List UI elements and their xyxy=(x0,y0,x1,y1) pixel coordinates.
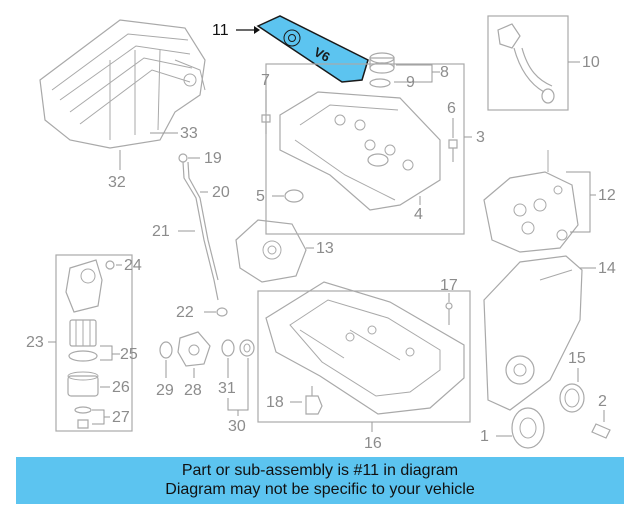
label-27: 27 xyxy=(112,409,130,426)
label-31: 31 xyxy=(218,380,236,397)
valve-cover-group-box xyxy=(265,63,465,235)
label-1: 1 xyxy=(480,428,489,445)
oil-filter-housing-24[interactable] xyxy=(65,259,115,313)
seal-31[interactable] xyxy=(221,339,235,357)
valve-cover-bolt-7[interactable] xyxy=(261,114,271,134)
label-24: 24 xyxy=(124,257,142,274)
label-26: 26 xyxy=(112,379,130,396)
label-13: 13 xyxy=(316,240,334,257)
crank-bolt-2[interactable] xyxy=(591,423,611,439)
label-5: 5 xyxy=(256,188,265,205)
oil-filter-cap-26[interactable] xyxy=(67,371,99,397)
label-15: 15 xyxy=(568,350,586,367)
label-29: 29 xyxy=(156,382,174,399)
label-4: 4 xyxy=(414,206,423,223)
breather-hose-box[interactable] xyxy=(487,15,569,111)
front-cover-part-14[interactable] xyxy=(483,255,583,411)
label-17: 17 xyxy=(440,277,458,294)
oil-filler-cap[interactable] xyxy=(369,52,395,88)
banner-line-1: Part or sub-assembly is #11 in diagram xyxy=(181,462,459,479)
oil-pan-part-16[interactable] xyxy=(265,281,465,415)
bolt-17[interactable] xyxy=(445,302,453,325)
label-16: 16 xyxy=(364,435,382,452)
intake-manifold[interactable] xyxy=(39,19,206,149)
label-21: 21 xyxy=(152,223,170,240)
oil-pressure-part-28[interactable] xyxy=(177,331,211,367)
label-25: 25 xyxy=(120,346,138,363)
label-11: 11 xyxy=(212,22,229,39)
info-banner: Part or sub-assembly is #11 in diagram D… xyxy=(16,457,624,504)
oil-pan-group-box xyxy=(257,290,471,423)
dipstick-19-20-21[interactable] xyxy=(178,153,219,301)
label-8: 8 xyxy=(440,64,449,81)
label-2: 2 xyxy=(598,393,607,410)
label-10: 10 xyxy=(582,54,600,71)
label-19: 19 xyxy=(204,150,222,167)
label-6: 6 xyxy=(447,100,456,117)
oil-filter-group-box xyxy=(55,254,133,432)
seal-5[interactable] xyxy=(284,189,304,203)
valve-cover-stud-6[interactable] xyxy=(448,139,458,162)
label-23: 23 xyxy=(26,334,44,351)
label-12: 12 xyxy=(598,187,616,204)
oil-filter-element-25[interactable] xyxy=(68,319,98,362)
label-32: 32 xyxy=(108,174,126,191)
label-20: 20 xyxy=(212,184,230,201)
rear-cover-part-13[interactable] xyxy=(235,219,307,283)
label-14: 14 xyxy=(598,260,616,277)
timing-cover-part-12[interactable] xyxy=(483,150,579,253)
drain-plug-18[interactable] xyxy=(305,386,323,415)
dipstick-seal-22[interactable] xyxy=(216,307,228,317)
label-9: 9 xyxy=(406,74,415,91)
cover-badge: V6 xyxy=(311,44,332,65)
seal-29[interactable] xyxy=(159,341,173,359)
label-30: 30 xyxy=(228,418,246,435)
label-33: 33 xyxy=(180,125,198,142)
label-3: 3 xyxy=(476,129,485,146)
label-7: 7 xyxy=(261,72,270,89)
engine-cover-part-11[interactable]: V6 xyxy=(256,15,369,83)
plug-30[interactable] xyxy=(239,339,255,357)
label-22: 22 xyxy=(176,304,194,321)
valve-cover[interactable] xyxy=(279,91,441,211)
drain-plug-27[interactable] xyxy=(74,406,92,429)
crank-seal-15[interactable] xyxy=(559,383,585,413)
banner-line-2: Diagram may not be specific to your vehi… xyxy=(165,481,475,498)
label-18: 18 xyxy=(266,394,284,411)
part-labels: 11 1 2 3 4 5 6 7 8 9 10 12 13 14 15 16 1… xyxy=(26,22,616,452)
label-28: 28 xyxy=(184,382,202,399)
pulley-1[interactable] xyxy=(511,407,545,449)
